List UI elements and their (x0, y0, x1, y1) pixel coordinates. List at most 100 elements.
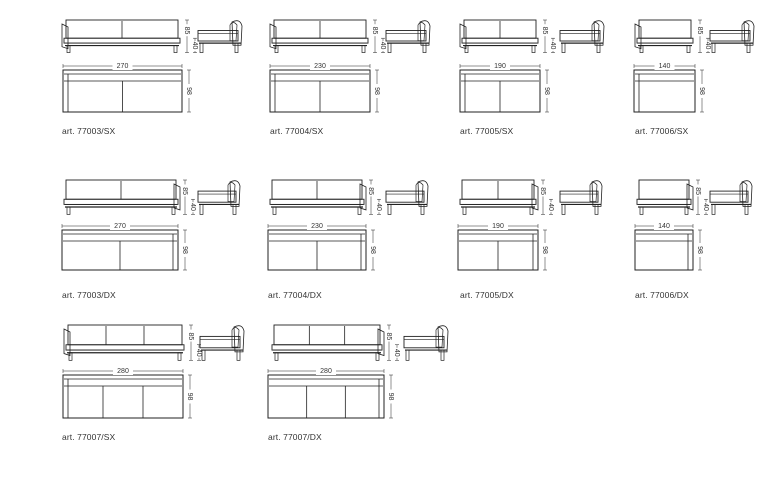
front-leg (531, 45, 536, 53)
width-dim-gap (316, 367, 336, 375)
article-label: art. 77003/DX (62, 290, 116, 300)
width-dim-gap (307, 222, 327, 230)
height-dim-value: 85 (539, 187, 546, 195)
height-dim-value: 85 (187, 333, 194, 341)
side-leg (232, 204, 237, 215)
side-back-cushion (589, 182, 598, 202)
depth-dimension: 98 (181, 229, 189, 271)
side-back-cushion (435, 327, 444, 348)
front-armrest (686, 183, 694, 211)
front-armrest (531, 183, 539, 211)
article-label: art. 77007/SX (62, 432, 116, 442)
front-view (636, 179, 694, 215)
seat-dim-gap (702, 202, 710, 213)
front-armrest (459, 23, 467, 50)
height-dim-gap (385, 329, 393, 342)
depth-dimension: 98 (541, 229, 549, 271)
front-armrest (269, 23, 277, 50)
plan-outline (634, 229, 694, 271)
front-view (269, 19, 369, 53)
seat-dim-gap (549, 41, 557, 51)
height-dim-gap (187, 329, 195, 342)
side-leg (594, 204, 599, 215)
side-seat (559, 30, 601, 42)
front-view (63, 179, 181, 215)
front-view (459, 19, 539, 53)
side-leg (596, 42, 601, 53)
front-leg (66, 45, 71, 53)
side-seat (385, 190, 425, 203)
depth-dim-gap (185, 84, 193, 98)
front-leg (464, 45, 469, 53)
front-armrest (173, 183, 181, 211)
width-dim-value: 140 (659, 63, 671, 70)
side-view (197, 180, 241, 215)
width-dim-value: 270 (114, 223, 126, 230)
front-leg (274, 45, 279, 53)
front-leg (171, 206, 176, 215)
width-dim-value: 280 (320, 368, 332, 375)
article-label: art. 77004/DX (268, 290, 322, 300)
side-leg (561, 204, 566, 215)
side-seat (197, 30, 239, 42)
side-back-cushion (739, 182, 748, 202)
side-leg (201, 349, 206, 361)
front-leg (177, 352, 182, 361)
seat-dim-value: 40 (375, 203, 382, 211)
side-backrest (743, 20, 755, 46)
height-dim-value: 85 (385, 333, 392, 341)
side-view (559, 20, 605, 53)
seat-dim-value: 40 (189, 203, 196, 211)
width-dimension: 140 (633, 62, 696, 70)
side-leg (405, 349, 410, 361)
side-backrest (233, 325, 245, 353)
depth-dim-gap (696, 243, 704, 257)
front-seat (636, 37, 694, 44)
seat-dim-gap (704, 41, 712, 51)
side-backrest (593, 20, 605, 46)
front-leg (66, 206, 71, 215)
front-seat (461, 37, 539, 44)
side-leg (234, 42, 239, 53)
depth-dim-value: 98 (181, 246, 188, 254)
seat-dim-gap (195, 347, 203, 358)
width-dimension: 280 (267, 367, 385, 375)
front-armrest (61, 23, 69, 50)
front-armrest (377, 328, 385, 357)
front-leg (684, 206, 689, 215)
article-label: art. 77005/SX (460, 126, 514, 136)
seat-dim-value: 40 (195, 349, 202, 357)
depth-dimension: 98 (387, 374, 395, 419)
width-dim-gap (488, 222, 508, 230)
depth-dim-value: 98 (185, 87, 192, 95)
front-view (634, 19, 694, 53)
article-label: art. 77006/SX (635, 126, 689, 136)
side-backrest (741, 180, 753, 207)
height-dim-value: 85 (371, 27, 378, 35)
side-seat (403, 335, 445, 349)
height-dim-value: 85 (181, 187, 188, 195)
seat-dim-value: 40 (393, 349, 400, 357)
front-view (61, 19, 181, 53)
depth-dim-value: 98 (696, 246, 703, 254)
plan-view (633, 69, 696, 113)
front-seat (63, 198, 179, 205)
depth-dimension: 98 (543, 69, 551, 113)
front-view (459, 179, 539, 215)
front-seat (63, 37, 181, 44)
article-label: art. 77004/SX (270, 126, 324, 136)
side-view (385, 20, 431, 53)
side-seat (199, 335, 241, 349)
seat-dim-value: 40 (702, 203, 709, 211)
depth-dimension: 98 (373, 69, 381, 113)
